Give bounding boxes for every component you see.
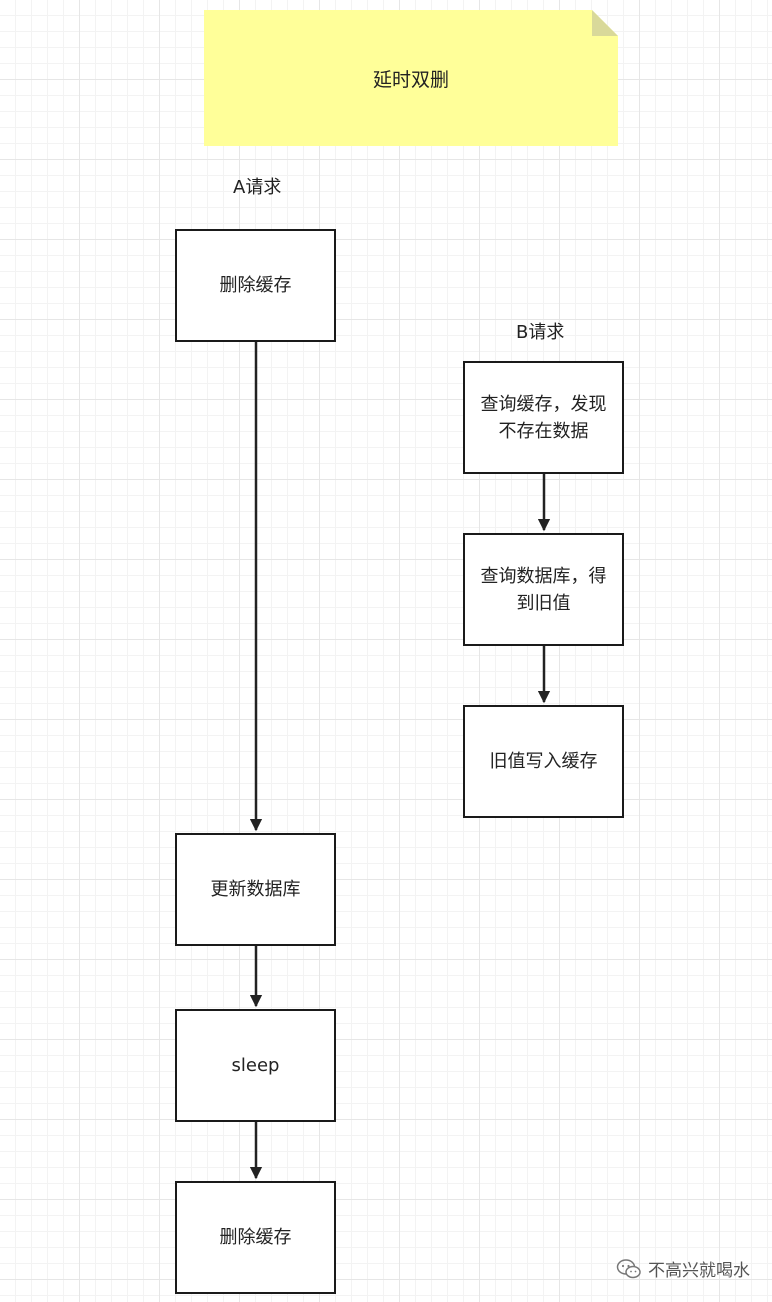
title-note: 延时双删 bbox=[204, 10, 618, 146]
watermark: 不高兴就喝水 bbox=[616, 1256, 750, 1281]
step-b-query-db: 查询数据库，得到旧值 bbox=[463, 533, 624, 646]
step-text: 删除缓存 bbox=[219, 1227, 292, 1248]
step-text: 删除缓存 bbox=[219, 275, 292, 296]
step-a-sleep: sleep bbox=[175, 1009, 336, 1122]
step-a-delete-cache-2: 删除缓存 bbox=[175, 1181, 336, 1294]
step-a-update-db: 更新数据库 bbox=[175, 833, 336, 946]
step-text: 查询缓存，发现不存在数据 bbox=[480, 393, 607, 442]
step-text: 旧值写入缓存 bbox=[489, 751, 598, 772]
step-text: sleep bbox=[231, 1055, 280, 1076]
step-b-query-cache: 查询缓存，发现不存在数据 bbox=[463, 361, 624, 474]
step-text: 查询数据库，得到旧值 bbox=[480, 565, 607, 614]
note-title: 延时双删 bbox=[372, 68, 449, 91]
lane-a-label: A请求 bbox=[233, 177, 282, 198]
watermark-text: 不高兴就喝水 bbox=[648, 1261, 750, 1281]
wechat-icon bbox=[616, 1258, 641, 1278]
step-b-write-cache: 旧值写入缓存 bbox=[463, 705, 624, 818]
step-text: 更新数据库 bbox=[210, 879, 301, 900]
step-a-delete-cache-1: 删除缓存 bbox=[175, 229, 336, 342]
lane-b-label: B请求 bbox=[516, 322, 565, 343]
